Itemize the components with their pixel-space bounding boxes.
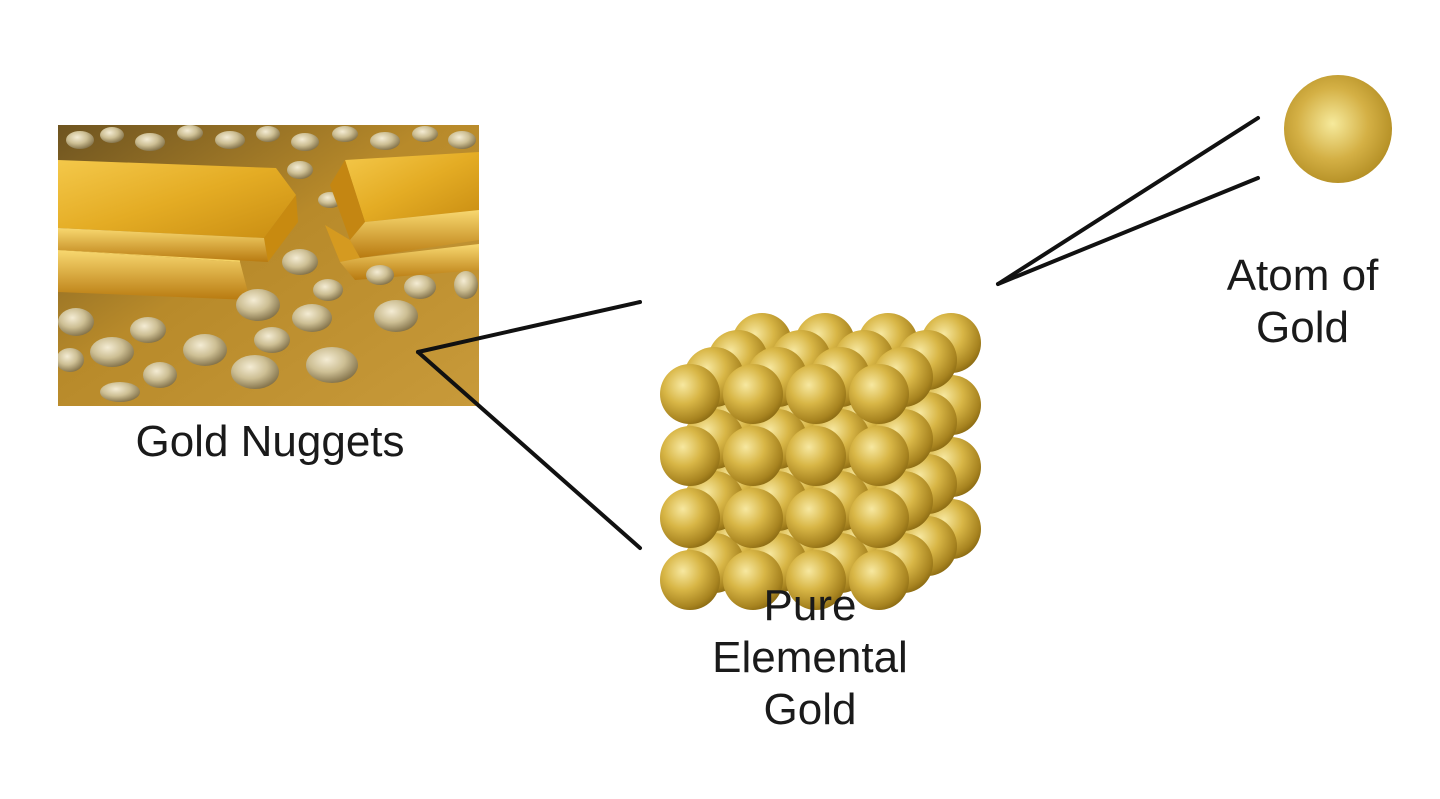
lattice-atom: [849, 364, 909, 424]
lattice-atom: [723, 364, 783, 424]
pure-elemental-gold-label-line-1: Pure: [763, 581, 857, 630]
connector-atom-top: [996, 116, 1260, 286]
lattice-atom: [660, 488, 720, 548]
gold-nuggets-label: Gold Nuggets: [135, 417, 405, 466]
atom-of-gold-label-line-1: Atom of: [1226, 251, 1379, 300]
connector-lines: [416, 116, 1260, 550]
lattice-atom: [786, 426, 846, 486]
background-nuggets: [66, 125, 476, 208]
foreground-nuggets: [58, 249, 478, 402]
gold-lattice-cube: [660, 313, 981, 610]
pure-elemental-gold-label-line-2: Elemental: [712, 632, 908, 682]
connector-nuggets-top: [416, 300, 642, 354]
pure-elemental-gold-label: Pure Elemental Gold: [660, 580, 960, 736]
lattice-atom: [660, 364, 720, 424]
lattice-atom: [786, 364, 846, 424]
lattice-atom: [723, 550, 783, 610]
lattice-atom: [849, 550, 909, 610]
lattice-atom: [660, 550, 720, 610]
lattice-atom: [849, 488, 909, 548]
gold-atom: [1284, 75, 1392, 183]
atom-of-gold-label: Atom of Gold: [1190, 250, 1415, 354]
lattice-atom: [849, 426, 909, 486]
gold-nuggets-photo: [58, 125, 479, 406]
connector-atom-bottom: [996, 176, 1260, 286]
lattice-atom: [786, 488, 846, 548]
pure-elemental-gold-label-line-3: Gold: [763, 684, 857, 734]
lattice-atom: [723, 488, 783, 548]
lattice-atom: [723, 426, 783, 486]
lattice-atom: [786, 550, 846, 610]
gold-bar-stack-left: [58, 160, 298, 300]
lattice-atom: [660, 426, 720, 486]
gold-bar-stack-right: [325, 152, 479, 280]
atom-of-gold-label-line-2: Gold: [1256, 302, 1349, 352]
connector-nuggets-bottom: [416, 350, 642, 550]
